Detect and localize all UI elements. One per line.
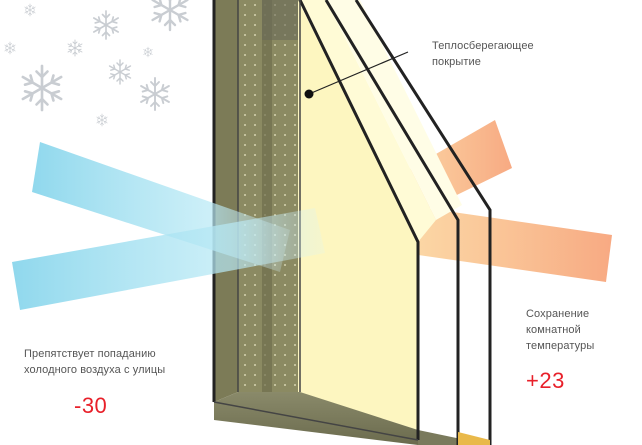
room-temp-label-line: комнатной [526,324,581,336]
cold-air-label-line: холодного воздуха с улицы [24,364,166,376]
snowflake-icon [4,41,16,55]
snowflake-icon [92,10,120,40]
room-temp-label-line: Сохранение [526,308,590,320]
snowflake-icon [143,46,153,58]
cold-air-beams [12,142,325,310]
coating-label: Теплосберегающее покрытие [432,38,534,70]
snowflake-icon [151,0,189,32]
cold-air-label: Препятствует попаданию холодного воздуха… [24,346,165,378]
cold-air-label-line: Препятствует попаданию [24,348,156,360]
glass-unit [212,0,492,445]
room-temp-label: Сохранение комнатной температуры [526,306,594,354]
coating-label-line: Теплосберегающее [432,40,534,52]
coating-pointer [304,51,409,99]
snowflake-icon [67,39,83,57]
snowflake-icon [108,59,132,85]
snowflake-icon [140,77,170,111]
outside-temperature: -30 [74,393,108,418]
room-temp-label-line: температуры [526,340,595,352]
coating-label-line: покрытие [432,56,482,68]
snowflakes-decoration [4,0,189,127]
snowflake-icon [24,3,36,17]
inside-temperature: +23 [526,368,565,393]
snowflake-icon [21,64,63,112]
snowflake-icon [96,113,108,127]
